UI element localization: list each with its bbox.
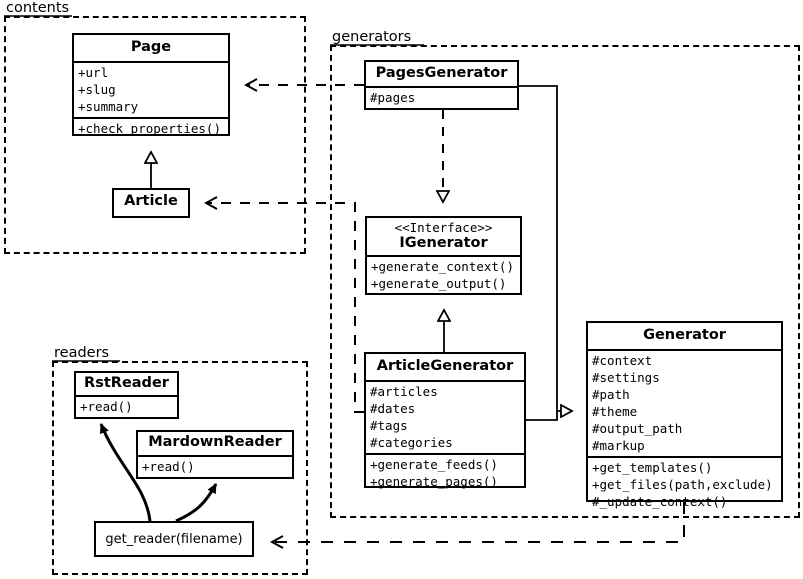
attribute: #output_path (592, 420, 683, 436)
attribute: +url (78, 64, 109, 80)
package-contents (4, 16, 306, 254)
class-articlegenerator-name: ArticleGenerator (376, 358, 514, 374)
attribute: #pages (370, 89, 416, 105)
class-mardownreader[interactable]: MardownReader +read() (136, 430, 294, 479)
attribute: #articles (370, 383, 438, 399)
attribute: #tags (370, 417, 408, 433)
class-igenerator-stereotype: <<Interface>> (394, 220, 493, 235)
class-pagesgenerator-attributes: #pages (366, 85, 517, 108)
attribute: +slug (78, 81, 116, 97)
class-igenerator[interactable]: <<Interface>> IGenerator +generate_conte… (365, 216, 522, 295)
method: +read() (142, 458, 195, 474)
attribute: #categories (370, 434, 453, 450)
attribute: #dates (370, 400, 416, 416)
method: +check_properties() (78, 120, 221, 136)
method: +generate_output() (371, 276, 507, 292)
class-generator-name: Generator (643, 327, 726, 343)
class-generator-attributes: #context #settings #path #theme #output_… (588, 348, 781, 456)
class-igenerator-name: IGenerator (399, 234, 488, 251)
method: #_update_context() (592, 493, 728, 509)
class-pagesgenerator[interactable]: PagesGenerator #pages (364, 60, 519, 110)
package-readers (52, 361, 308, 575)
class-mardownreader-name: MardownReader (148, 434, 282, 450)
class-rstreader-name: RstReader (84, 375, 169, 391)
class-generator[interactable]: Generator #context #settings #path #them… (586, 321, 783, 509)
function-box-get-reader[interactable]: get_reader(filename) (94, 521, 254, 557)
method: +get_templates() (592, 459, 713, 475)
class-rstreader[interactable]: RstReader +read() (74, 371, 179, 419)
class-article[interactable]: Article (112, 188, 190, 218)
attribute: #markup (592, 437, 645, 453)
class-mardownreader-methods: +read() (138, 454, 292, 477)
package-readers-label: readers (52, 345, 113, 362)
class-page[interactable]: Page +url +slug +summary +check_properti… (72, 33, 230, 136)
method: +generate_pages() (370, 473, 498, 489)
method: +get_files(path,exclude) (592, 476, 773, 492)
class-page-name: Page (130, 39, 172, 55)
class-rstreader-methods: +read() (76, 394, 177, 417)
method: +read() (80, 398, 133, 414)
class-pagesgenerator-name: PagesGenerator (375, 65, 508, 81)
class-generator-methods: +get_templates() +get_files(path,exclude… (588, 455, 781, 512)
class-articlegenerator[interactable]: ArticleGenerator #articles #dates #tags … (364, 352, 526, 489)
function-box-get-reader-label: get_reader(filename) (105, 531, 243, 547)
attribute: #theme (592, 403, 638, 419)
package-contents-label: contents (4, 0, 73, 17)
class-page-methods: +check_properties() (74, 116, 228, 139)
attribute: #settings (592, 369, 660, 385)
class-article-name: Article (124, 193, 178, 209)
class-articlegenerator-attributes: #articles #dates #tags #categories (366, 379, 524, 453)
class-page-attributes: +url +slug +summary (74, 60, 228, 117)
method: +generate_feeds() (370, 456, 498, 472)
method: +generate_context() (371, 259, 514, 275)
attribute: #context (592, 352, 653, 368)
package-generators-label: generators (330, 29, 415, 46)
attribute: +summary (78, 98, 139, 114)
class-articlegenerator-methods: +generate_feeds() +generate_pages() (366, 452, 524, 492)
attribute: #path (592, 386, 630, 402)
class-igenerator-methods: +generate_context() +generate_output() (367, 255, 520, 294)
